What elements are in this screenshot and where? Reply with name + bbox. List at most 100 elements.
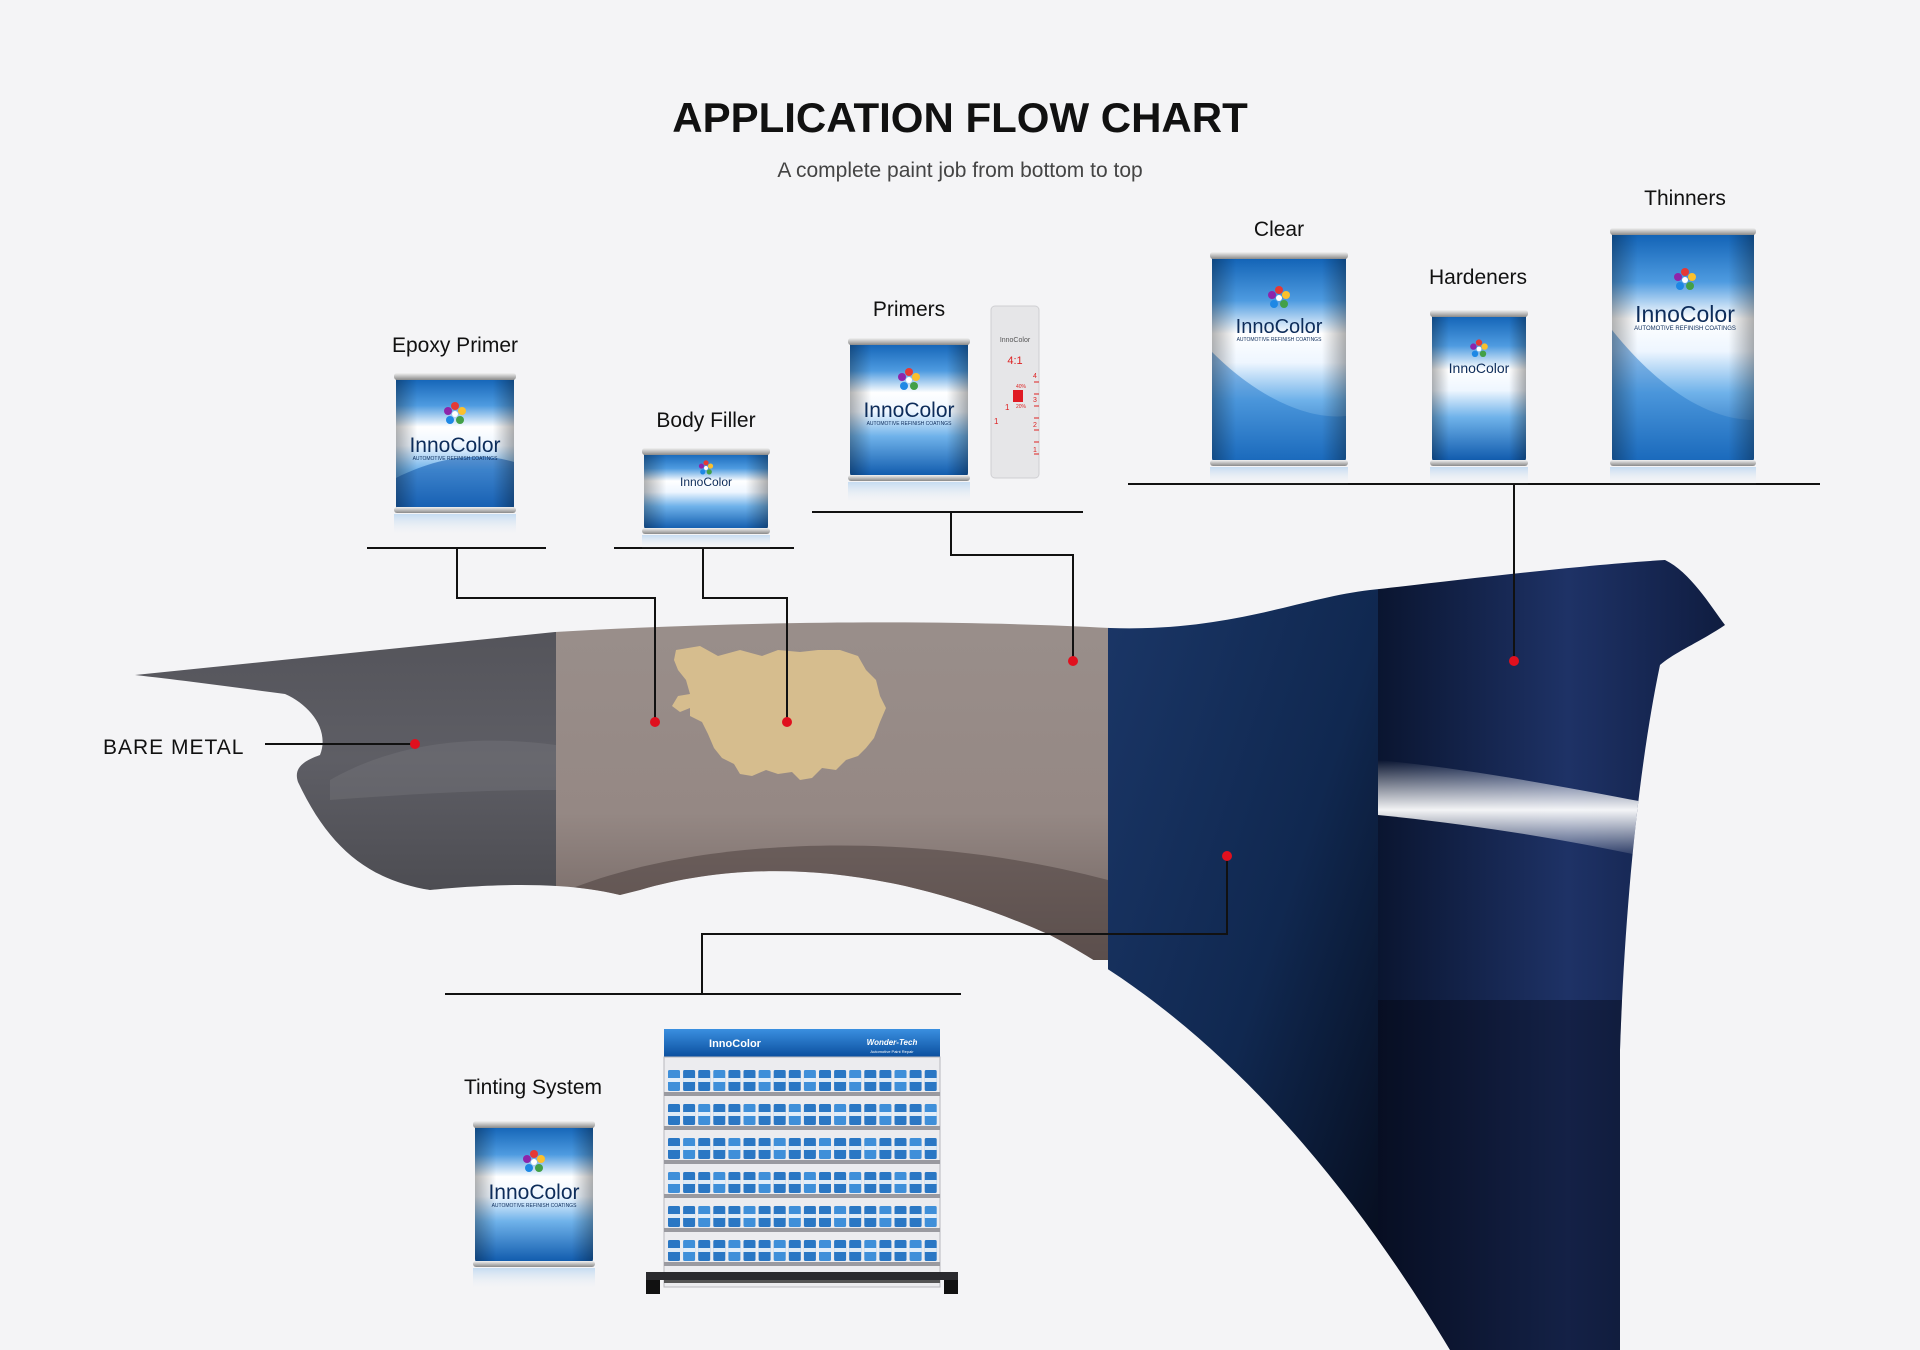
epoxy-connector [456, 548, 656, 722]
rack-tinter-label [909, 1146, 922, 1150]
rack-shelf [664, 1160, 940, 1164]
rack-tinter-label [698, 1112, 711, 1116]
tinting-connector [701, 856, 1228, 994]
rack-tinter-label [924, 1112, 937, 1116]
rack-tinter-label [683, 1078, 696, 1082]
primers-label: Primers [873, 298, 945, 321]
rack-tinter-label [668, 1248, 680, 1252]
rack-tinter-label [909, 1180, 922, 1184]
ruler-mark: 4 [1033, 373, 1037, 380]
rack-tinter-label [698, 1214, 711, 1218]
rack-tinter-label [849, 1248, 862, 1252]
hardeners-can: InnoColor [1430, 310, 1528, 485]
rack-tinter-label [698, 1146, 711, 1150]
ruler-mark: 3 [1033, 397, 1037, 404]
rack-tinter-label [683, 1112, 696, 1116]
rack-tinter-label [894, 1146, 907, 1150]
ruler-mark: 40% [1016, 384, 1027, 390]
rack-tinter-label [909, 1214, 922, 1218]
rack-tinter-label [773, 1214, 786, 1218]
rack-tinter-label [758, 1078, 771, 1082]
rack-tinter-label [773, 1180, 786, 1184]
rack-tinter-label [758, 1146, 771, 1150]
rack-partner-logo: Wonder-Tech [867, 1038, 918, 1047]
brand-logo: InnoColor [680, 475, 732, 489]
ruler-mark: 20% [1016, 404, 1027, 410]
rack-tinter-label [698, 1248, 711, 1252]
rack-tinter-label [819, 1112, 831, 1116]
brand-flower-icon [523, 1150, 545, 1172]
rack-tinter-label [773, 1112, 786, 1116]
rack-tinter-label [879, 1248, 892, 1252]
rack-tinter-label [728, 1112, 741, 1116]
bare-metal-highlight [330, 740, 556, 800]
brand-flower-icon [1470, 339, 1488, 357]
rack-tinter-label [834, 1112, 847, 1116]
rack-tinter-label [803, 1112, 816, 1116]
thinners-label: Thinners [1644, 187, 1726, 210]
brand-logo: InnoColor [1449, 360, 1510, 376]
rack-tinter-label [683, 1180, 696, 1184]
body-filler-can: InnoColor [642, 448, 770, 549]
rack-tinter-label [834, 1248, 847, 1252]
rack-tinter-label [743, 1214, 756, 1218]
rack-tinter-label [713, 1078, 726, 1082]
tinting-system-can: InnoColor AUTOMOTIVE REFINISH COATINGS [473, 1121, 595, 1290]
rack-tinter-label [743, 1078, 756, 1082]
brand-logo: InnoColor [1236, 316, 1323, 338]
marker-bare-metal [410, 739, 420, 749]
rack-partner-tagline: Automotive Paint Repair [870, 1049, 914, 1054]
clearcoat-shine [1378, 760, 1660, 860]
rack-tinter-label [683, 1146, 696, 1150]
epoxy-primer-can: InnoColor AUTOMOTIVE REFINISH COATINGS [394, 373, 516, 536]
rack-tinter-label [758, 1248, 771, 1252]
rack-tinter-label [668, 1078, 680, 1082]
rack-tinter-label [713, 1146, 726, 1150]
thinners-can: InnoColor AUTOMOTIVE REFINISH COATINGS [1610, 228, 1756, 485]
rack-tinter-label [788, 1180, 801, 1184]
rack-tinter-label [909, 1248, 922, 1252]
ruler-mark: 1 [1005, 403, 1010, 412]
marker-filler [782, 717, 792, 727]
rack-tinter-label [924, 1248, 937, 1252]
rack-tinter-label [864, 1146, 877, 1150]
rack-tinter-label [879, 1180, 892, 1184]
rack-tinter-label [713, 1180, 726, 1184]
rack-tinter-label [819, 1078, 831, 1082]
rack-tinter-label [803, 1248, 816, 1252]
rack-tinter-label [743, 1112, 756, 1116]
rack-tinter-label [834, 1078, 847, 1082]
rack-tinter-label [713, 1214, 726, 1218]
brand-tagline: AUTOMOTIVE REFINISH COATINGS [413, 456, 498, 462]
body-filler-patch [672, 646, 886, 780]
bare-metal-label: BARE METAL [103, 736, 244, 759]
marker-basecoat [1222, 851, 1232, 861]
rack-tinter-label [683, 1214, 696, 1218]
clear-can: InnoColor AUTOMOTIVE REFINISH COATINGS [1210, 252, 1348, 485]
rack-brand-logo: InnoColor [709, 1038, 762, 1050]
tinting-rack: InnoColor Wonder-Tech Automotive Paint R… [646, 1029, 958, 1294]
rack-shelf [664, 1126, 940, 1130]
ruler-mark: 1 [1033, 447, 1037, 454]
brand-flower-icon [1674, 268, 1696, 290]
rack-tinter-label [758, 1180, 771, 1184]
rack-shelf [664, 1194, 940, 1198]
rack-tinter-label [879, 1146, 892, 1150]
rack-tinter-label [713, 1112, 726, 1116]
rack-tinter-label [713, 1248, 726, 1252]
rack-shelf [664, 1228, 940, 1232]
mixing-ruler: InnoColor 4:1 4 3 2 1 40% 20% 1 1 [990, 305, 1040, 479]
brand-tagline: AUTOMOTIVE REFINISH COATINGS [1237, 337, 1322, 343]
rack-tinter-label [849, 1112, 862, 1116]
rack-tinter-label [894, 1180, 907, 1184]
rack-tinter-label [668, 1214, 680, 1218]
rack-tinter-label [668, 1180, 680, 1184]
rack-tinter-label [924, 1214, 937, 1218]
rack-tinter-label [773, 1146, 786, 1150]
rack-tinter-label [849, 1078, 862, 1082]
brand-logo: InnoColor [1635, 301, 1735, 327]
epoxy-primer-label: Epoxy Primer [392, 334, 518, 357]
ruler-mark: 2 [1033, 422, 1037, 429]
